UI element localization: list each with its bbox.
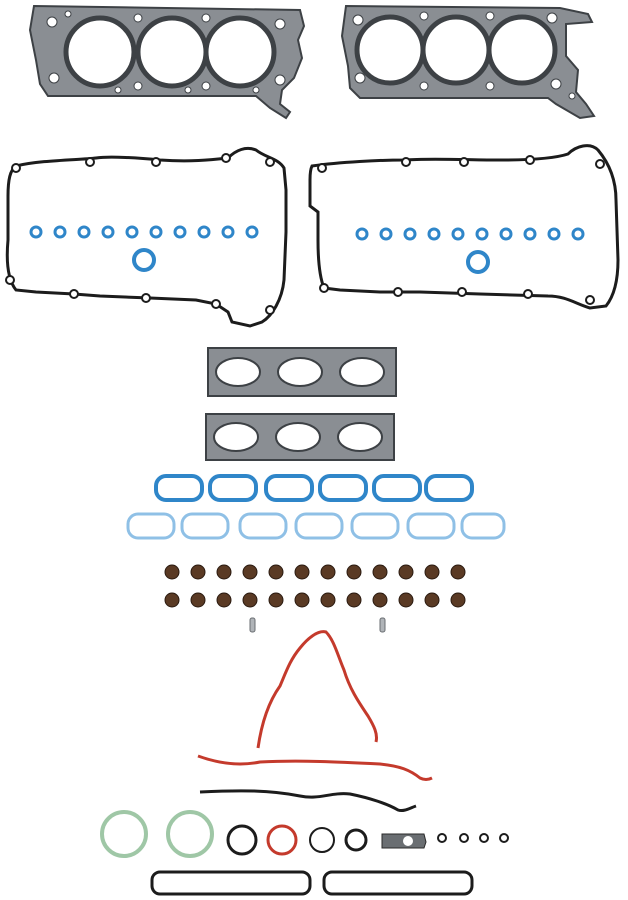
timing-cover-gasket-black (199, 789, 417, 812)
spark-plug-tube-seals-left (29, 225, 259, 272)
valve-stem-seals (164, 564, 466, 608)
spark-plug-tube-seals-right (355, 227, 585, 274)
thermostat-gasket (381, 833, 427, 849)
cylinder-head-gasket-right (340, 4, 596, 120)
oil-pan-gaskets (150, 870, 474, 896)
large-o-rings-green (100, 810, 214, 858)
intake-manifold-gaskets-lower (126, 512, 506, 540)
dowel-sleeves (249, 617, 386, 633)
small-o-rings (437, 833, 509, 843)
valve-cover-gasket-right (308, 144, 620, 310)
exhaust-manifold-gasket-top (207, 347, 397, 397)
o-rings (226, 824, 368, 856)
timing-cover-gasket-red (197, 630, 433, 781)
intake-manifold-gaskets-upper (154, 474, 474, 502)
cylinder-head-gasket-left (28, 4, 306, 120)
exhaust-manifold-gasket-bottom (205, 413, 395, 461)
valve-cover-gasket-left (5, 146, 288, 328)
